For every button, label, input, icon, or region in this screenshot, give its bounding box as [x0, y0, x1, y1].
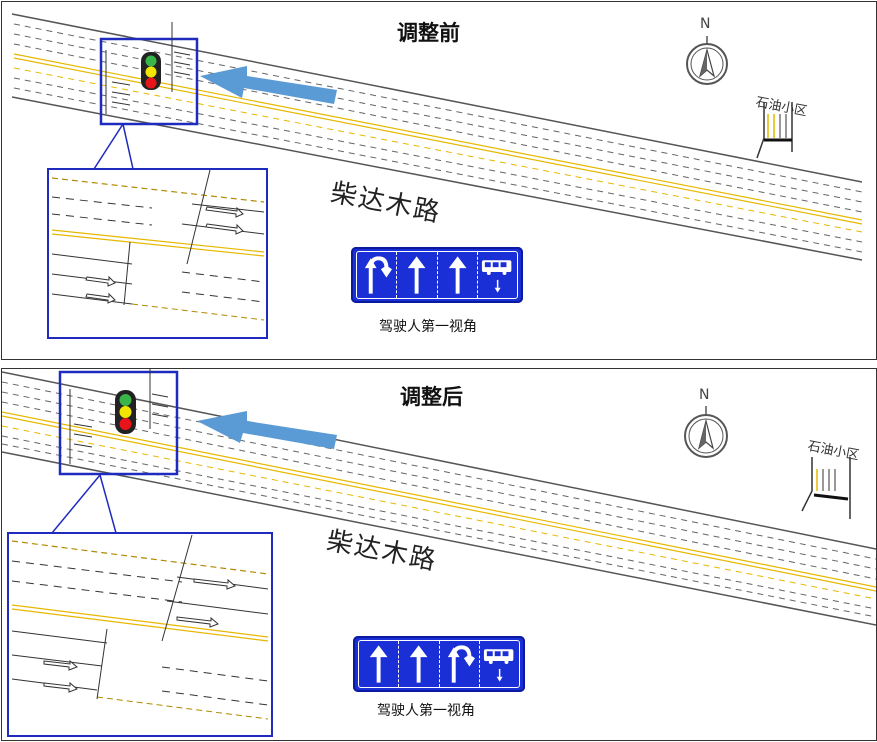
compass-north-label: N — [700, 16, 711, 32]
road-edge-north — [11, 13, 863, 183]
lane-guide-sign — [351, 247, 523, 303]
lane-line — [13, 67, 863, 233]
lane-line — [13, 77, 863, 243]
lane-guide-sign-lanes — [358, 640, 520, 688]
lane-line — [13, 87, 863, 253]
zoom-detail-before — [47, 168, 268, 339]
compass-north-label: N — [699, 387, 710, 403]
panel-title: 调整后 — [400, 384, 463, 409]
left-uturn-arrow-icon — [440, 641, 480, 687]
straight-arrow-icon — [399, 641, 440, 687]
straight-arrow-icon — [397, 252, 438, 298]
lane-guide-sign-lanes — [356, 251, 518, 299]
road-diagram-after — [2, 369, 876, 737]
side-road — [756, 102, 793, 159]
traffic-direction-arrow — [200, 66, 337, 104]
intersection-highlight-box — [58, 370, 179, 476]
bus-lane-icon — [478, 252, 517, 298]
intersection-highlight-box — [99, 37, 199, 126]
traffic-light-icon — [115, 390, 136, 434]
zoom-detail-after — [7, 532, 273, 737]
traffic-light-icon — [141, 52, 161, 90]
lane-guide-sign — [353, 636, 525, 692]
sign-caption: 驾驶人第一视角 — [377, 703, 475, 719]
traffic-direction-arrow — [197, 411, 337, 449]
left-uturn-arrow-icon — [357, 252, 398, 298]
lane-line — [13, 23, 863, 193]
bus-lane-icon — [480, 641, 519, 687]
road-diagram-before — [11, 13, 863, 339]
panel-before: 调整前 N 石油小区 柴达木路 驾驶人第一视角 — [1, 1, 877, 360]
straight-arrow-icon — [438, 252, 478, 298]
straight-arrow-icon — [359, 641, 400, 687]
sign-caption: 驾驶人第一视角 — [379, 319, 477, 335]
compass-icon — [684, 406, 728, 458]
panel-after: 调整后 N 石油小区 柴达木路 驾驶人第一视角 — [1, 368, 877, 741]
panel-title: 调整前 — [397, 20, 460, 45]
compass-icon — [686, 36, 728, 85]
